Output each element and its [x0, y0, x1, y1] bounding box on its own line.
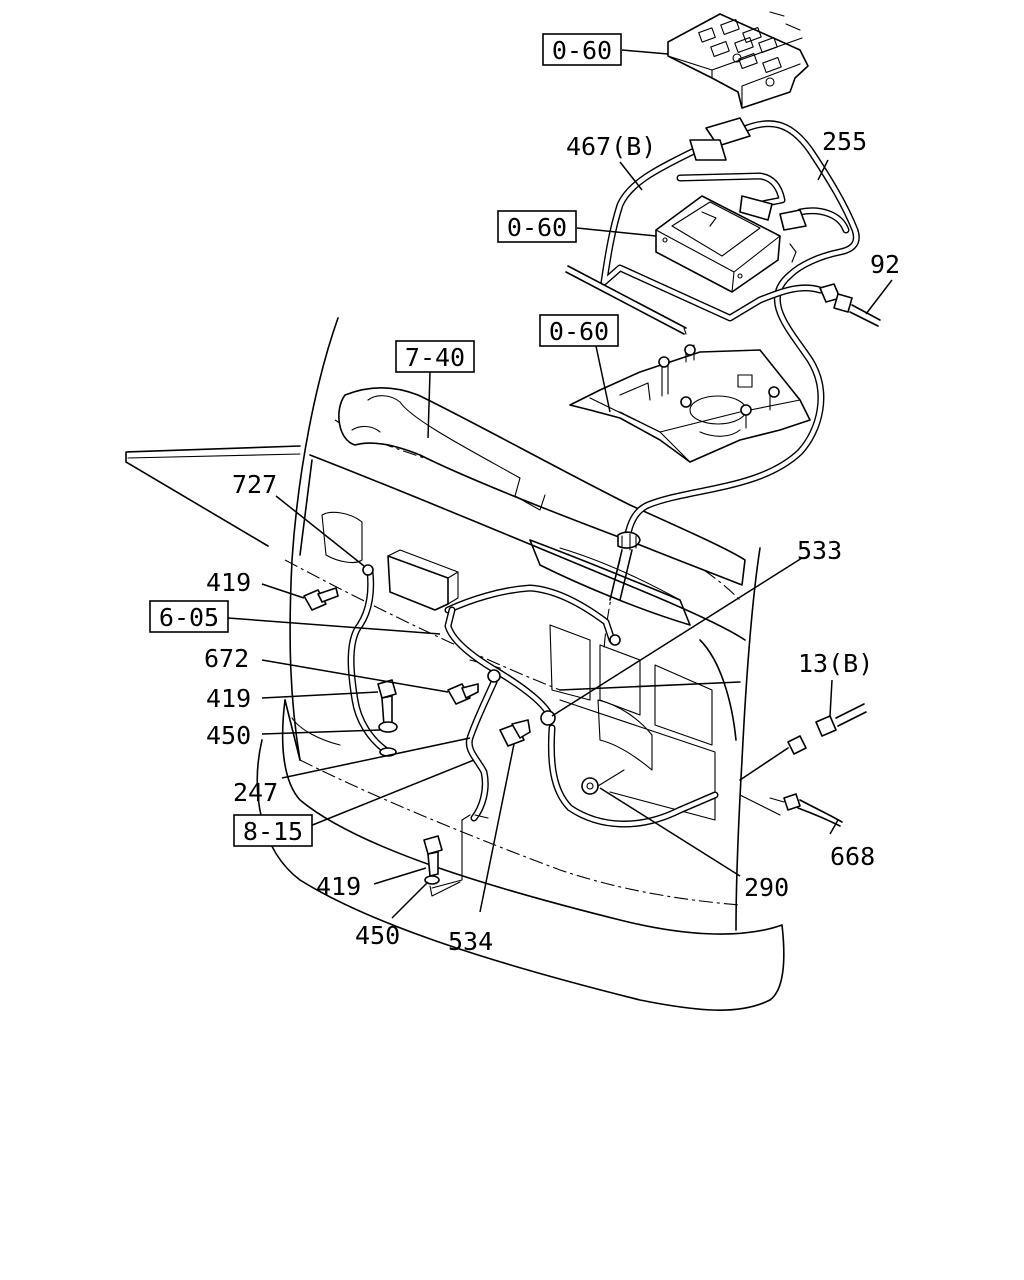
upper-bracket: [667, 11, 809, 109]
ref-box-0-60-low[interactable]: 0-60: [539, 314, 619, 347]
washer-tubes: [347, 564, 719, 897]
leader-lines: [227, 49, 893, 919]
ref-7-40-label: 7-40: [405, 343, 465, 372]
ref-0-60-mid-label: 0-60: [507, 213, 567, 242]
callout-668: 668: [830, 842, 875, 871]
wire-668-icon: [739, 793, 843, 827]
ref-box-8-15[interactable]: 8-15: [233, 814, 313, 847]
callout-450-lower: 450: [355, 921, 400, 950]
ref-0-60-low-label: 0-60: [549, 317, 609, 346]
bolt-534-icon: [499, 719, 531, 747]
callout-467b: 467(B): [566, 132, 656, 161]
callout-533: 533: [797, 536, 842, 565]
bolt-419-mid-icon: [377, 679, 398, 733]
callout-247: 247: [233, 778, 278, 807]
callout-534: 534: [448, 927, 493, 956]
callout-92: 92: [870, 250, 900, 279]
callout-290: 290: [744, 873, 789, 902]
ref-6-05-label: 6-05: [159, 603, 219, 632]
callout-419-lower: 419: [316, 872, 361, 901]
ref-box-0-60-top[interactable]: 0-60: [542, 33, 622, 66]
dashboard-panel: [299, 387, 746, 821]
ref-box-7-40[interactable]: 7-40: [395, 340, 475, 373]
callout-419-mid: 419: [206, 684, 251, 713]
fasteners: [303, 587, 867, 885]
ref-box-0-60-mid[interactable]: 0-60: [497, 210, 577, 243]
wiring-harness: [565, 117, 881, 601]
bolt-419-upper-icon: [303, 587, 339, 611]
ref-0-60-top-label: 0-60: [552, 36, 612, 65]
lower-bracket: [569, 344, 811, 463]
control-unit: [655, 195, 781, 293]
callout-672: 672: [204, 644, 249, 673]
callout-419-upper: 419: [206, 568, 251, 597]
bolt-672-icon: [447, 683, 479, 705]
ref-8-15-label: 8-15: [243, 817, 303, 846]
callout-255: 255: [822, 127, 867, 156]
callout-450-mid: 450: [206, 721, 251, 750]
ref-box-6-05[interactable]: 6-05: [149, 600, 229, 633]
sensor-13b-icon: [739, 703, 867, 781]
bolt-419-lower-icon: [423, 835, 443, 885]
callout-13b: 13(B): [798, 649, 873, 678]
callout-727: 727: [232, 470, 277, 499]
